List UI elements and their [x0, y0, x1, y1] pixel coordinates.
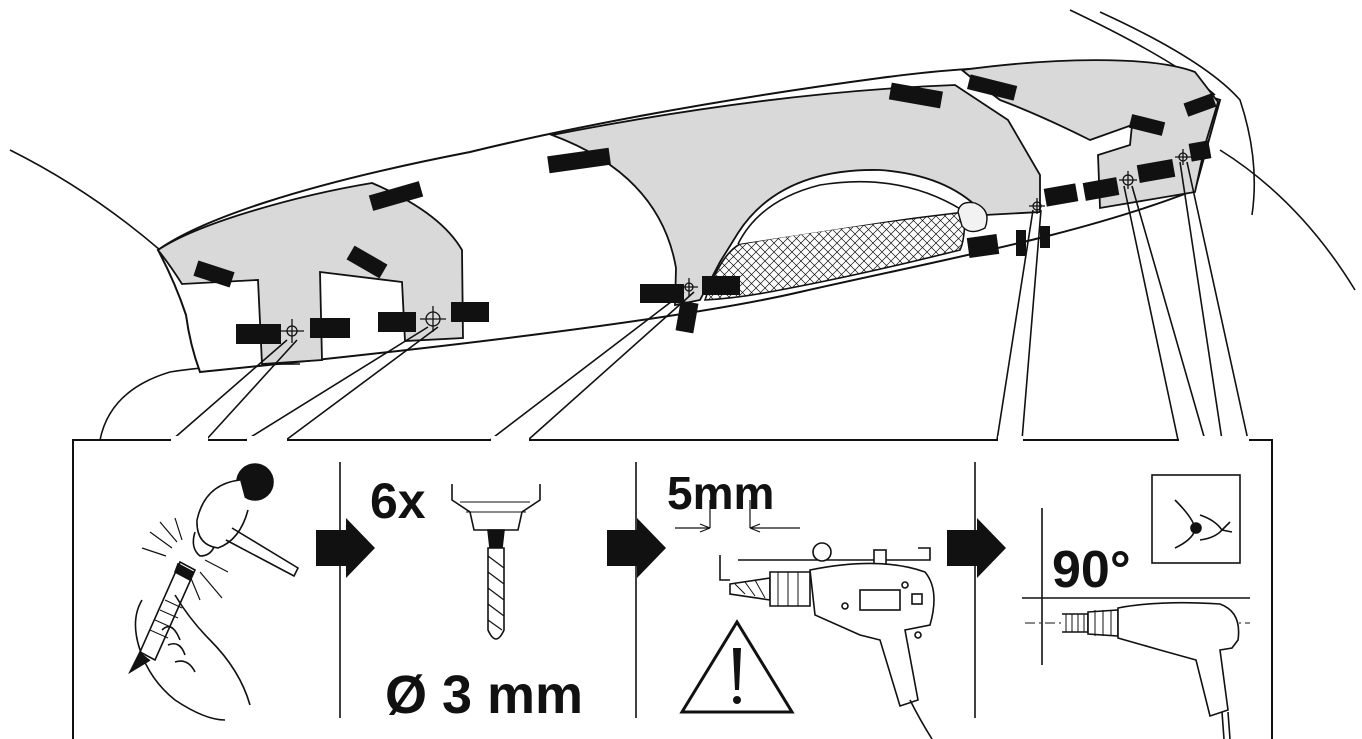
- drill-hole-count: 6x: [370, 473, 426, 529]
- handle-recess-hatched: [703, 211, 966, 301]
- step-arrow-icon: [607, 518, 666, 578]
- tape-strip: [1040, 226, 1050, 248]
- handle-opening: [737, 180, 963, 245]
- hammer-icon: [192, 463, 300, 578]
- tape-strip: [193, 260, 235, 288]
- drill-diameter: Ø 3 mm: [385, 665, 584, 725]
- warning-icon: [679, 619, 795, 714]
- tape-strip: [1188, 140, 1212, 162]
- tape-strip: [368, 181, 424, 211]
- step-arrows: [316, 518, 1006, 578]
- drill-point: [680, 278, 698, 296]
- tape-strip: [702, 276, 740, 295]
- step-arrow-icon: [947, 518, 1006, 578]
- tape-strip: [640, 284, 684, 303]
- tape-strip: [966, 234, 1000, 258]
- tape-strip: [346, 245, 388, 279]
- drill-point: [1029, 198, 1045, 214]
- tape-strip: [236, 324, 281, 344]
- drill-bit-icon: [451, 484, 541, 640]
- tape-strip: [451, 302, 489, 322]
- drill-point: [420, 306, 446, 332]
- template-center: [548, 84, 1041, 307]
- drill-with-depth-stop-icon: [675, 500, 935, 739]
- light-lens: [957, 201, 988, 233]
- drill-point: [1119, 171, 1137, 189]
- tape-strip: [675, 300, 699, 334]
- tape-strips: [193, 74, 1217, 344]
- tape-strip: [888, 82, 943, 109]
- tape-strip: [1128, 114, 1166, 136]
- step-punch: [128, 463, 300, 721]
- drill-point: [1175, 149, 1191, 165]
- tape-strip: [1183, 93, 1217, 117]
- drill-angle: 90°: [1052, 541, 1131, 599]
- eye-icon: [1151, 474, 1241, 564]
- center-punch-icon: [128, 560, 197, 675]
- tape-strip: [310, 318, 350, 338]
- drill-point: [280, 319, 304, 343]
- step-dividers: [339, 462, 976, 718]
- drill-point-markers: [280, 149, 1191, 343]
- tape-strip: [378, 312, 416, 332]
- tape-strip: [1136, 159, 1176, 183]
- tape-strip: [1082, 177, 1120, 201]
- drill-icon: [1062, 601, 1240, 739]
- tape-strip: [1043, 183, 1079, 207]
- template-left: [156, 182, 464, 365]
- step-arrow-icon: [316, 518, 375, 578]
- impact-lines: [141, 517, 229, 601]
- callout-lines: [171, 161, 1249, 441]
- tape-strip: [1016, 230, 1026, 256]
- step-panel-frame: [72, 439, 1273, 739]
- drill-depth: 5mm: [667, 467, 775, 519]
- hand-icon: [134, 594, 251, 721]
- tape-strip: [547, 147, 611, 174]
- tape-strip: [967, 74, 1018, 101]
